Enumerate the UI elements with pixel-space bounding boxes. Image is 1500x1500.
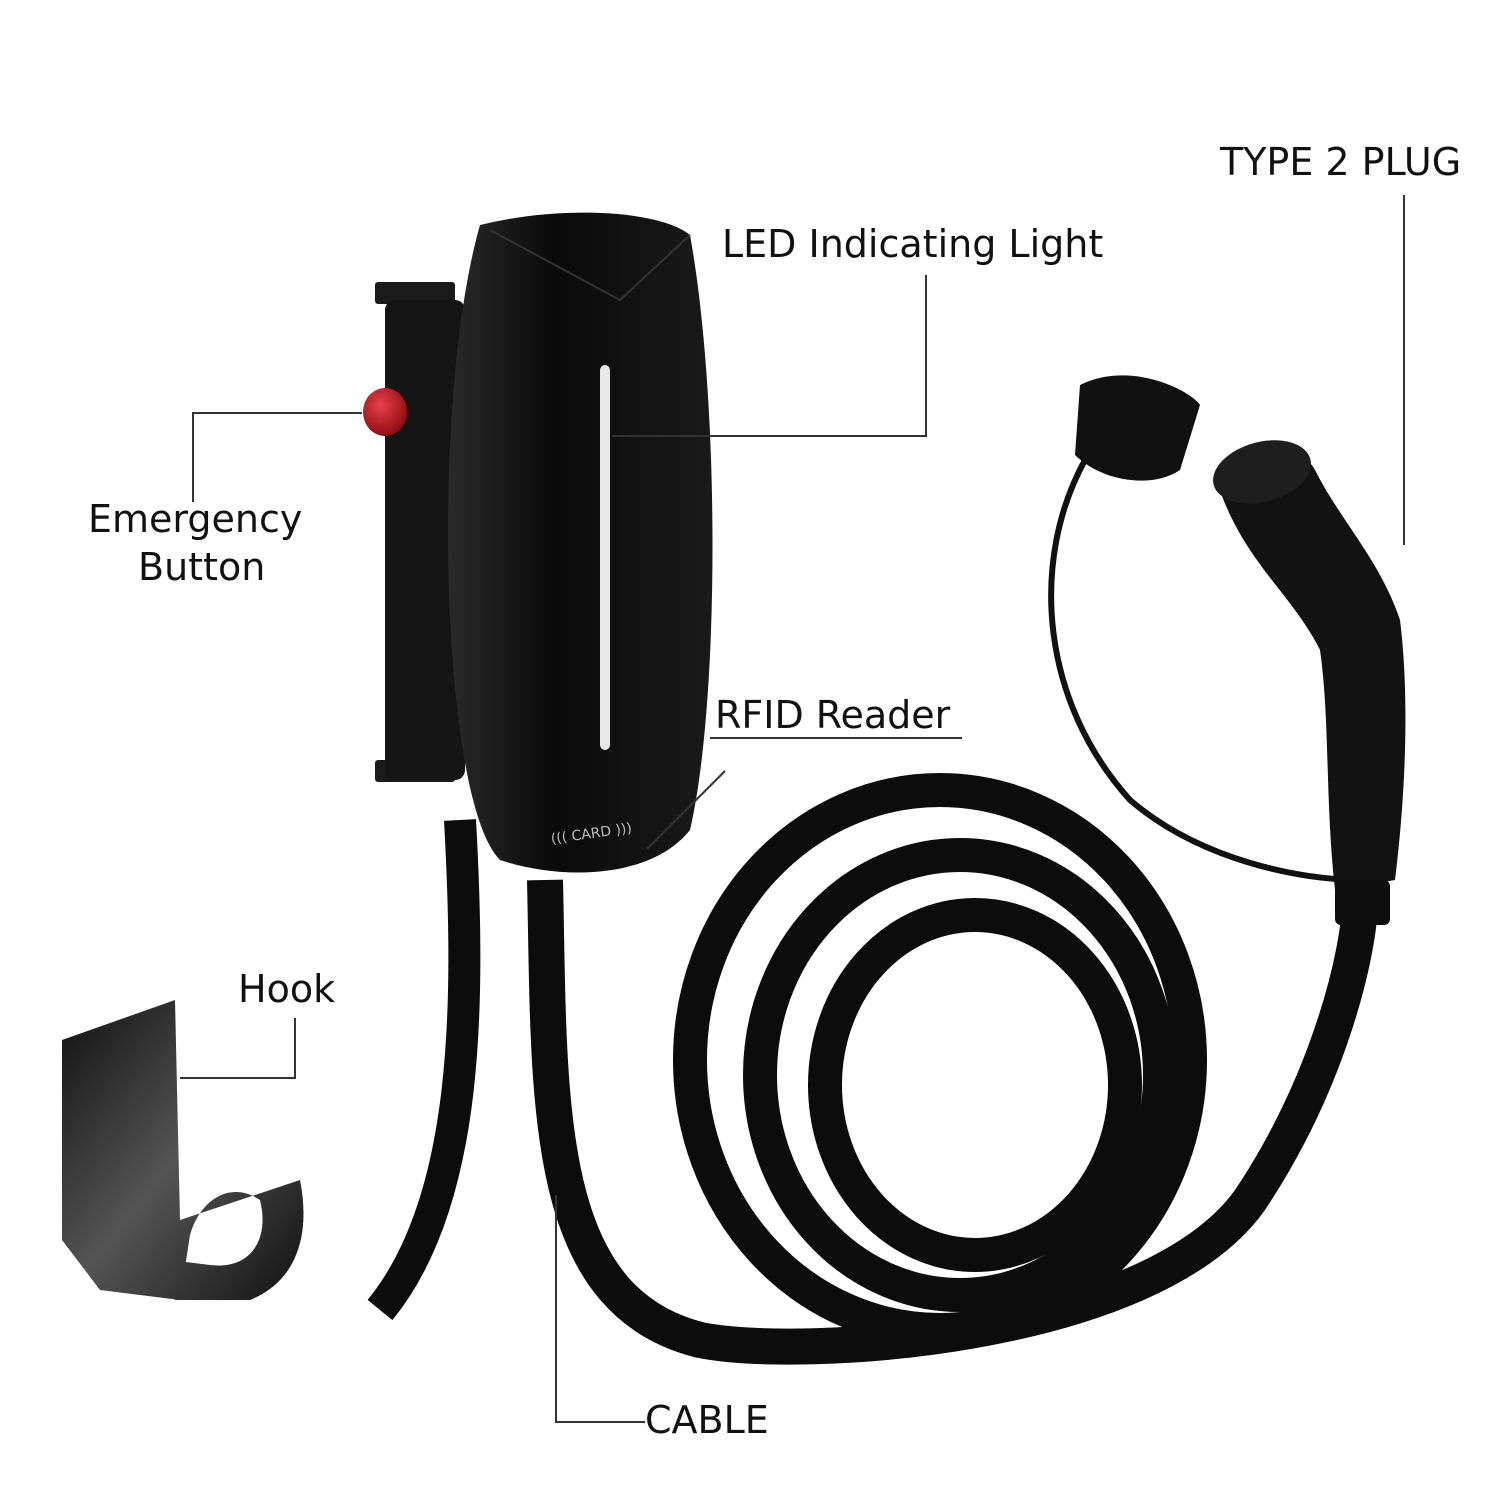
leader-emergency-h — [192, 412, 362, 414]
plug-cap — [1075, 375, 1200, 481]
leader-hook-v — [294, 1018, 296, 1078]
label-led-light: LED Indicating Light — [722, 222, 1104, 266]
leader-led-h — [612, 435, 927, 437]
leader-hook-h — [180, 1077, 296, 1079]
leader-led-v — [925, 275, 927, 437]
leader-emergency-v — [192, 412, 194, 502]
label-emergency-line1: Emergency — [88, 497, 303, 541]
led-strip — [600, 365, 610, 750]
label-cable: CABLE — [645, 1398, 769, 1442]
label-hook: Hook — [238, 967, 336, 1011]
type2-plug — [1215, 448, 1406, 890]
power-cable — [367, 819, 481, 1321]
leader-rfid-h — [710, 737, 962, 739]
label-type2-plug: TYPE 2 PLUG — [1220, 140, 1462, 184]
cable-coil — [673, 773, 1207, 1347]
charger-body — [447, 212, 713, 873]
hook-bracket — [62, 1000, 304, 1300]
label-rfid-reader: RFID Reader — [715, 693, 951, 737]
cable — [527, 879, 1378, 1365]
leader-cable-h — [555, 1421, 645, 1423]
leader-cable-v — [555, 1195, 557, 1423]
emergency-button-shape — [363, 388, 407, 436]
leader-type2 — [1403, 195, 1405, 545]
label-emergency-line2: Button — [138, 545, 266, 589]
